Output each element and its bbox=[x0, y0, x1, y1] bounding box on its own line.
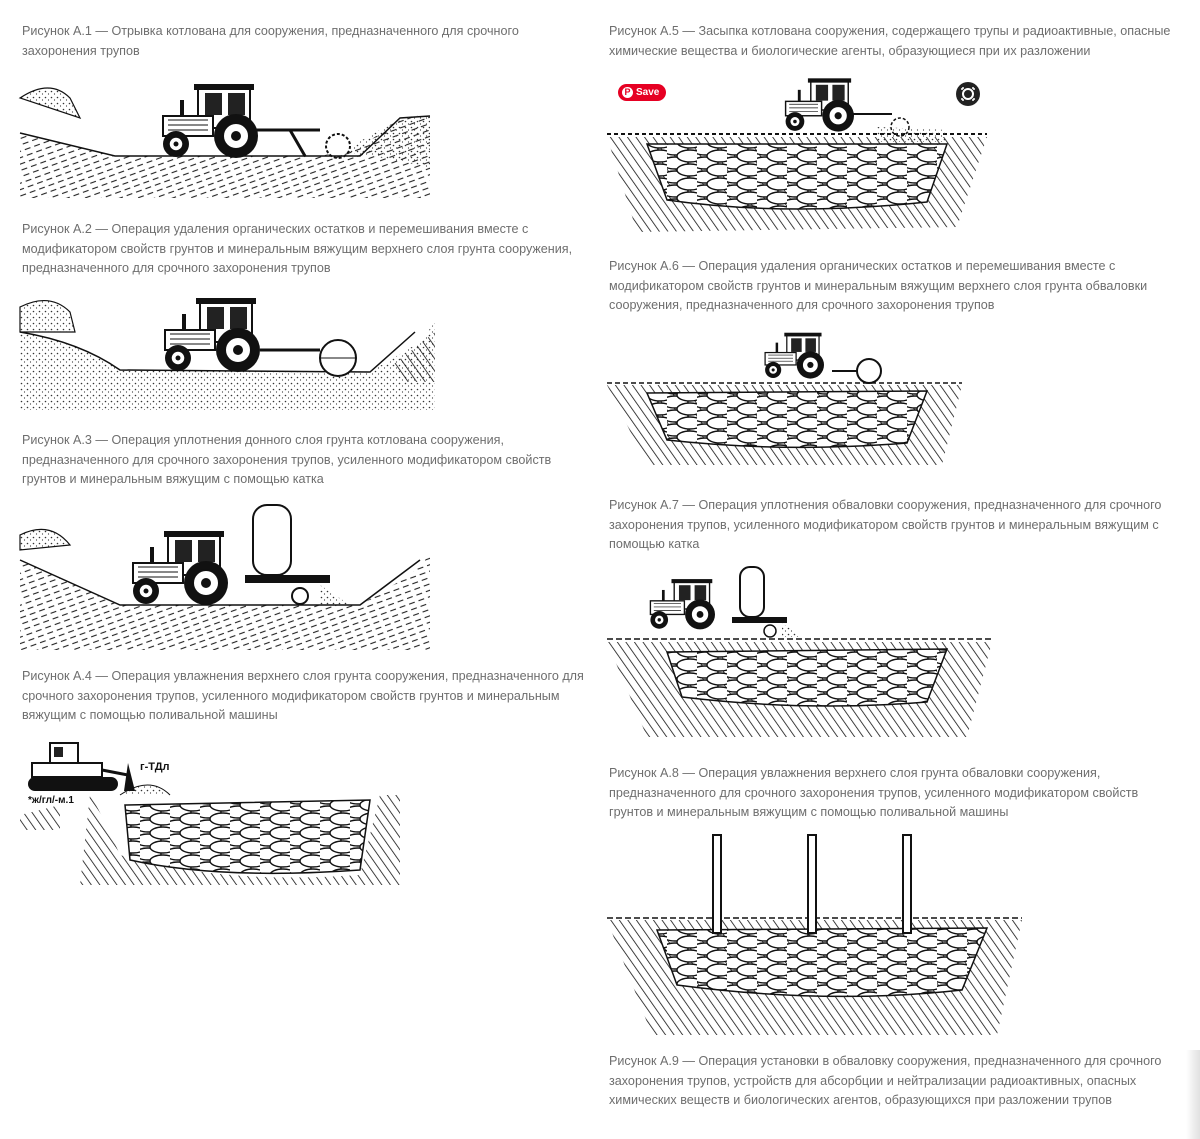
figure-a4-label-bottom: *ж/гл/-м.1 bbox=[28, 795, 74, 806]
figure-a5-caption: Рисунок А.5 — Засыпка котлована сооружен… bbox=[609, 24, 1171, 58]
figure-a3-compaction-drawing bbox=[19, 500, 430, 650]
visual-search-icon bbox=[961, 87, 975, 101]
visual-search-button[interactable] bbox=[956, 82, 980, 106]
pin-save-button[interactable]: P Save bbox=[618, 84, 667, 101]
figure-a8-embankment-wetting-drawing bbox=[607, 830, 1022, 1040]
figure-a4-caption: Рисунок А.4 — Операция увлажнения верхне… bbox=[22, 669, 584, 722]
edge-shadow bbox=[1186, 1050, 1200, 1139]
figure-a5-backfill-drawing bbox=[607, 72, 987, 237]
figure-a6-caption: Рисунок А.6 — Операция удаления органиче… bbox=[609, 259, 1148, 312]
figure-a2-mixing-drawing bbox=[19, 292, 435, 410]
figure-a6-embankment-mixing-drawing bbox=[607, 325, 967, 470]
figure-a1-excavation-drawing bbox=[18, 78, 435, 198]
figure-a3-caption: Рисунок А.3 — Операция уплотнения донног… bbox=[22, 433, 552, 486]
figure-a9-caption: Рисунок А.9 — Операция установки в обвал… bbox=[609, 1054, 1162, 1107]
pinterest-icon: P bbox=[622, 87, 633, 98]
save-button-label: Save bbox=[636, 87, 660, 98]
figure-a4-label-top: г-ТДл bbox=[140, 761, 170, 773]
figure-a7-embankment-compaction-drawing bbox=[607, 566, 997, 742]
figure-a8-caption: Рисунок А.8 — Операция увлажнения верхне… bbox=[609, 766, 1139, 819]
figure-a4-wetting-drawing: г-ТДл *ж/гл/-м.1 bbox=[20, 735, 400, 885]
figure-a2-caption: Рисунок А.2 — Операция удаления органиче… bbox=[22, 222, 573, 275]
figure-a1-caption: Рисунок А.1 — Отрывка котлована для соор… bbox=[22, 24, 519, 58]
figure-a7-caption: Рисунок А.7 — Операция уплотнения обвало… bbox=[609, 498, 1162, 551]
